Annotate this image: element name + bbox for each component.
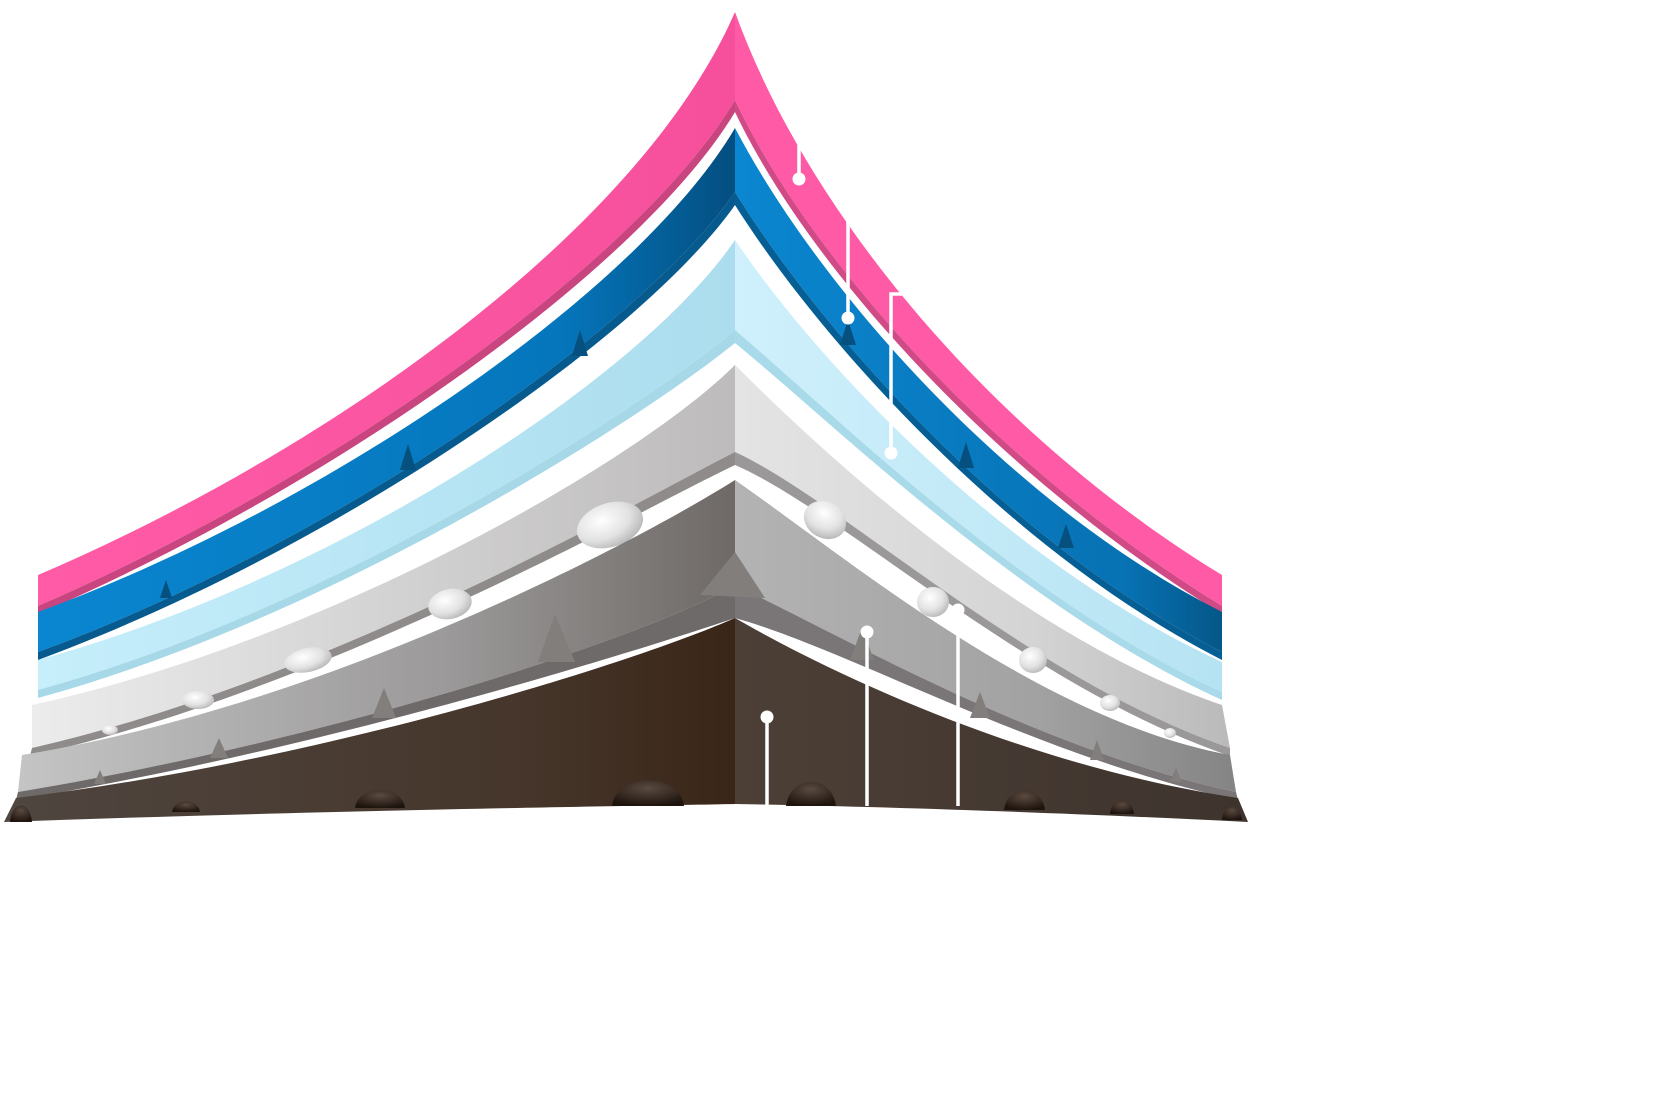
gray-layer-spikes (94, 552, 1182, 784)
dark-brown-layer-pebbles (10, 780, 1242, 822)
gray-layer-right (735, 480, 1236, 792)
callout-dot-4 (951, 603, 965, 617)
dark-brown-layer-left (4, 618, 735, 822)
gray-layer-left (18, 480, 735, 792)
callout-dot-5 (860, 625, 874, 639)
dark-brown-layer-right (735, 618, 1248, 822)
light-blue-layer-right (735, 240, 1222, 692)
light-gray-layer-pebbles (102, 500, 1176, 738)
light-blue-layer-left (38, 240, 735, 690)
callout-line-3 (889, 292, 924, 453)
pink-layer-left (38, 12, 735, 606)
callouts (765, 130, 960, 806)
callout-dot-1 (792, 172, 806, 186)
blue-layer-left (38, 128, 735, 652)
blue-layer-spikes (160, 320, 1074, 598)
pink-layer (38, 12, 1222, 614)
pink-layer-right (735, 12, 1222, 606)
callout-dot-3 (884, 446, 898, 460)
light-gray-layer-right (735, 365, 1230, 748)
callout-dot-6 (760, 710, 774, 724)
light-gray-layer-shade-right (735, 452, 1230, 756)
light-gray-layer (30, 365, 1230, 756)
dark-brown-layer (4, 618, 1248, 822)
blue-layer-right (735, 128, 1222, 652)
light-blue-layer (38, 240, 1222, 700)
callout-dot-2 (841, 311, 855, 325)
light-gray-layer-left (32, 365, 735, 748)
callout-dots (760, 172, 965, 724)
gray-layer (16, 480, 1238, 800)
blue-layer (38, 128, 1222, 660)
